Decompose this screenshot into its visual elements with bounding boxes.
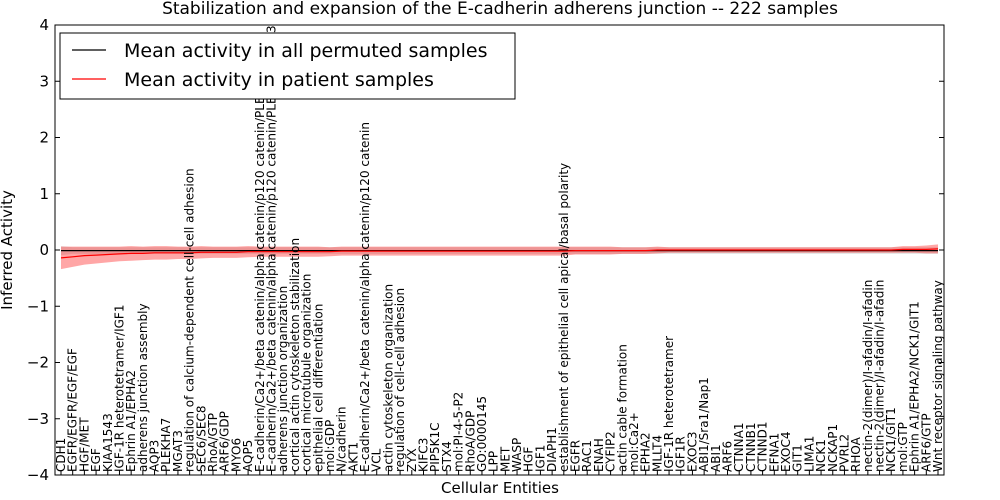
x-tick-label: ABI1 — [709, 444, 723, 472]
x-tick-label: RAC1 — [580, 440, 594, 472]
x-tick-label: IGF1 — [533, 445, 547, 472]
x-tick-label: RhoA/GTP — [206, 413, 220, 472]
x-tick-label: N/cadherin — [335, 407, 349, 472]
x-tick-label: ENAH — [592, 438, 606, 472]
x-tick-label: RhoA/GDP — [463, 411, 477, 472]
x-tick-label: IGF1R — [674, 436, 688, 472]
x-tick-label: MGAT3 — [171, 430, 185, 472]
y-tick-label: −1 — [27, 297, 49, 315]
series-line-patient — [60, 248, 939, 259]
x-tick-label: E-cadherin/Ca2+/beta catenin/alpha caten… — [265, 25, 279, 472]
x-tick-label: MYO6 — [229, 438, 243, 472]
x-tick-label: HGF — [522, 447, 536, 472]
x-tick-label: mol:GTP — [896, 422, 910, 472]
y-tick-label: 0 — [39, 241, 49, 259]
x-tick-label: actin cytoskeleton organization — [381, 284, 395, 472]
y-tick-label: −3 — [27, 410, 49, 428]
x-tick-label: IGF-1R heterotetramer/IGF1 — [113, 305, 127, 472]
x-tick-label: IGF-1R heterotetramer — [662, 336, 676, 472]
x-tick-label: mol:PI-4-5-P2 — [452, 392, 466, 472]
y-axis-label: Inferred Activity — [0, 190, 16, 310]
x-tick-label: CTNNB1 — [744, 422, 758, 472]
x-tick-label: VCL — [370, 448, 384, 472]
x-tick-label: LPP — [487, 451, 501, 472]
x-tick-label: ARF6/GDP — [218, 411, 232, 472]
x-tick-label: CYFIP2 — [604, 431, 618, 472]
x-tick-label: AQP5 — [241, 440, 255, 472]
x-tick-label: adherens junction organization — [276, 286, 290, 472]
x-tick-label: EGFR/EGFR/EGF/EGF — [66, 348, 80, 472]
y-tick-label: 4 — [39, 16, 49, 34]
x-tick-label: EPHA2 — [639, 432, 653, 472]
x-tick-label: NCKAP1 — [826, 424, 840, 472]
x-tick-label: nectin-2(dimer)/I-afadin/I-afadin — [873, 280, 887, 472]
x-tick-label: Wnt receptor signaling pathway — [931, 280, 945, 472]
legend: Mean activity in all permuted samples Me… — [59, 32, 516, 100]
x-tick-label: EXOC3 — [685, 432, 699, 473]
legend-box — [59, 32, 516, 100]
x-tick-label: EXOC4 — [779, 432, 793, 473]
x-tick-label: CTNND1 — [756, 421, 770, 472]
x-tick-label: SEC6/SEC8 — [194, 406, 208, 472]
x-tick-label: PLEKHA7 — [159, 418, 173, 472]
y-tick-label: 2 — [39, 129, 49, 147]
legend-label-permuted: Mean activity in all permuted samples — [124, 40, 487, 62]
x-tick-label: MLLT4 — [650, 435, 664, 472]
chart-title: Stabilization and expansion of the E-cad… — [162, 0, 838, 19]
x-tick-label: MET — [498, 446, 512, 472]
x-tick-label: EGF — [89, 448, 103, 472]
x-tick-label: AKT1 — [346, 442, 360, 472]
x-tick-label: regulation of calcium-dependent cell-cel… — [183, 168, 197, 472]
x-tick-label: nectin-2(dimer)/I-afadin/I-afadin — [861, 280, 875, 472]
x-tick-label: establishment of epithelial cell apical/… — [557, 163, 571, 472]
y-tick-label: −4 — [27, 466, 49, 484]
x-tick-label: AQP3 — [148, 440, 162, 472]
x-tick-label: regulation of cell-cell adhesion — [393, 288, 407, 472]
x-tick-label: HGF/MET — [77, 417, 91, 472]
legend-label-patient: Mean activity in patient samples — [124, 69, 434, 91]
x-tick-label: GIT1 — [791, 444, 805, 472]
y-axis: 4 3 2 1 0 −1 −2 −3 −4 — [27, 16, 944, 484]
x-tick-label: NCK1 — [814, 439, 828, 472]
x-tick-label: Ephrin A1/EPHA2/NCK1/GIT1 — [908, 301, 922, 472]
x-tick-label: ARF6 — [721, 441, 735, 472]
y-tick-label: −2 — [27, 354, 49, 372]
x-tick-label: PIP5K1C — [428, 422, 442, 472]
x-tick-label: CDH1 — [54, 438, 68, 472]
y-tick-label: 3 — [39, 72, 49, 90]
x-tick-label: ZYX — [405, 448, 419, 472]
x-tick-label: ABI1/Sra1/Nap1 — [697, 377, 711, 472]
x-axis-label: Cellular Entities — [441, 479, 559, 497]
x-tick-label: E-cadherin/Ca2+/beta catenin/alpha caten… — [253, 64, 267, 472]
x-tick-label: STX4 — [440, 441, 454, 472]
x-tick-label: EFNA1 — [767, 433, 781, 472]
x-tick-label: adherens junction assembly — [136, 303, 150, 472]
x-axis: CDH1EGFR/EGFR/EGF/EGFHGF/METEGFKIAA1543I… — [54, 25, 945, 475]
x-tick-label: cortical microtubule organization — [300, 274, 314, 472]
x-tick-label: NCK1/GIT1 — [884, 407, 898, 472]
x-tick-label: GO:0000145 — [475, 396, 489, 472]
x-tick-label: cortical actin cytoskeleton stabilizatio… — [288, 238, 302, 472]
x-tick-label: CTNNA1 — [732, 422, 746, 472]
x-tick-label: actin cable formation — [615, 344, 629, 472]
x-tick-label: WASP — [510, 438, 524, 472]
x-tick-label: LIMA1 — [802, 436, 816, 472]
y-tick-label: 1 — [39, 185, 49, 203]
x-tick-label: ARF6/GTP — [919, 413, 933, 472]
x-tick-label: KIAA1543 — [101, 413, 115, 472]
x-tick-label: RHOA — [849, 436, 863, 472]
x-tick-label: mol:Ca2+ — [627, 412, 641, 472]
x-tick-label: EGFR — [569, 440, 583, 472]
series-lines — [60, 248, 939, 259]
x-tick-label: mol:GDP — [323, 420, 337, 472]
x-tick-label: PVRL2 — [838, 434, 852, 472]
x-tick-label: Ephrin A1/EPHA2 — [124, 370, 138, 472]
x-tick-label: DIAPH1 — [545, 427, 559, 472]
x-tick-label: KIFC3 — [417, 438, 431, 472]
x-tick-label: E-cadherin/Ca2+/beta catenin/alpha caten… — [358, 122, 372, 472]
x-tick-label: epithelial cell differentiation — [311, 304, 325, 472]
